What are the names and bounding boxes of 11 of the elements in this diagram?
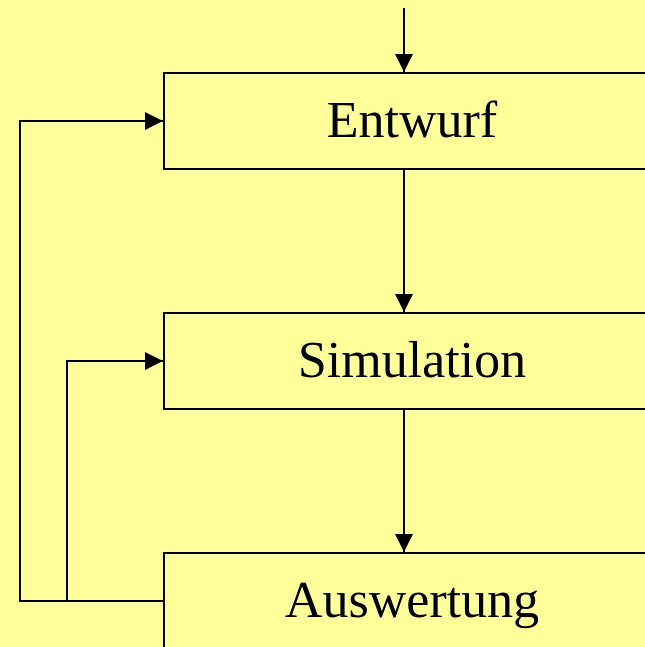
process-box bbox=[163, 552, 645, 647]
arrow bbox=[19, 112, 163, 602]
arrow bbox=[395, 410, 413, 552]
box-label: Entwurf bbox=[326, 95, 498, 147]
arrow bbox=[66, 352, 163, 602]
process-box bbox=[163, 312, 645, 410]
arrow bbox=[395, 170, 413, 312]
box-label: Auswertung bbox=[284, 575, 540, 627]
arrow bbox=[395, 8, 413, 72]
process-box bbox=[163, 72, 645, 170]
box-label: Simulation bbox=[298, 335, 526, 387]
